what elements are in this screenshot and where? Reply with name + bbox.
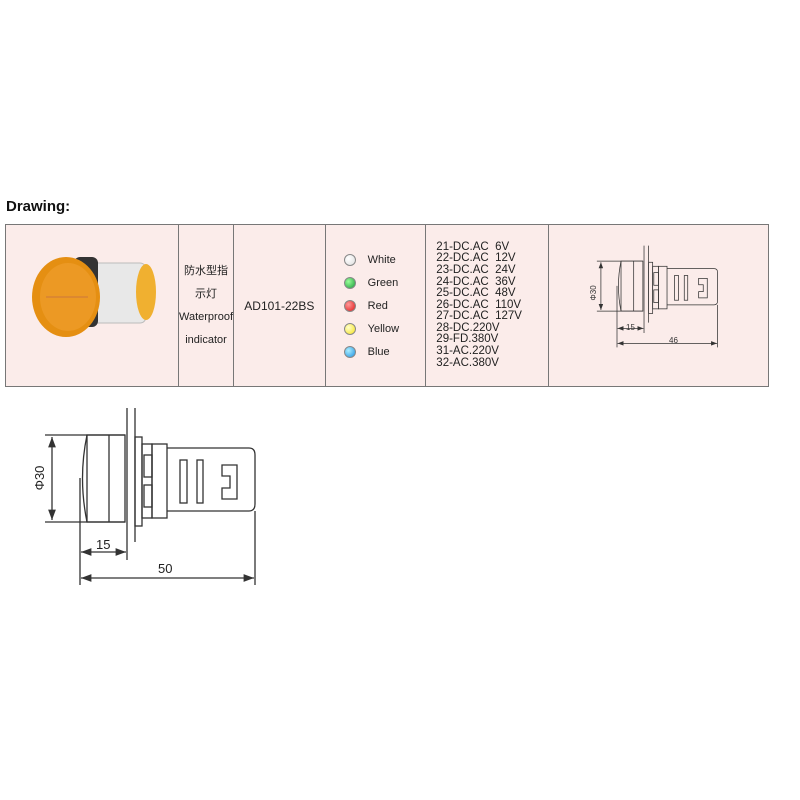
color-dot-icon bbox=[343, 276, 356, 289]
color-label: Blue bbox=[367, 345, 390, 358]
color-dot-icon bbox=[343, 345, 356, 358]
color-label: White bbox=[367, 253, 396, 266]
color-option: Red bbox=[326, 294, 426, 317]
model-cell: AD101-22BS bbox=[233, 224, 326, 387]
section-heading: Drawing: bbox=[6, 198, 71, 215]
diameter-label: Φ30 bbox=[32, 466, 47, 491]
color-option: Green bbox=[326, 271, 426, 294]
product-photo bbox=[32, 257, 156, 337]
color-label: Red bbox=[367, 299, 388, 312]
voltage-option: 21-DC.AC 6V bbox=[436, 240, 510, 253]
voltage-option: 26-DC.AC 110V bbox=[436, 298, 522, 311]
small-dimension-drawing: Φ30 15 46 bbox=[589, 225, 768, 383]
color-dot-icon bbox=[343, 253, 356, 266]
total-dim-label: 46 bbox=[669, 336, 678, 345]
product-name-cn: 防水型指 bbox=[184, 264, 228, 277]
total-dim-label: 50 bbox=[158, 561, 172, 576]
color-dot-icon bbox=[343, 299, 356, 312]
color-label: Green bbox=[367, 276, 399, 289]
color-dot-icon bbox=[343, 322, 356, 335]
voltage-option: 27-DC.AC 127V bbox=[436, 310, 522, 323]
voltage-option: 29-FD.380V bbox=[436, 333, 499, 346]
front-dim-label: 15 bbox=[626, 323, 635, 332]
product-name-cell: 防水型指 示灯 Waterproof indicator bbox=[177, 224, 235, 387]
voltage-option: 23-DC.AC 24V bbox=[436, 263, 516, 276]
voltage-option: 28-DC.220V bbox=[436, 321, 500, 334]
diameter-label: Φ30 bbox=[589, 285, 598, 301]
product-name-cn: 示灯 bbox=[195, 287, 217, 300]
color-option: White bbox=[326, 248, 426, 271]
large-dimension-drawing: Φ30 15 50 bbox=[32, 408, 256, 585]
voltage-option: 32-AC.380V bbox=[436, 356, 499, 369]
color-label: Yellow bbox=[367, 322, 400, 335]
voltage-option: 25-DC.AC 48V bbox=[436, 287, 516, 300]
product-name-en: indicator bbox=[185, 333, 227, 346]
product-table: 防水型指 示灯 Waterproof indicator AD101-22BS … bbox=[5, 224, 769, 387]
color-option: Yellow bbox=[326, 317, 426, 340]
voltage-option: 31-AC.220V bbox=[436, 345, 499, 358]
table-row: 防水型指 示灯 Waterproof indicator AD101-22BS … bbox=[5, 224, 769, 387]
front-dim-label: 15 bbox=[96, 537, 110, 552]
voltage-option: 22-DC.AC 12V bbox=[436, 252, 516, 265]
voltage-option: 24-DC.AC 36V bbox=[436, 275, 516, 288]
product-name-en: Waterproof bbox=[179, 310, 234, 323]
color-option: Blue bbox=[326, 340, 426, 363]
model-number: AD101-22BS bbox=[244, 298, 315, 313]
colors-cell: White Green Red Yellow Blue bbox=[324, 224, 427, 387]
small-drawing-cell: Φ30 15 46 bbox=[548, 224, 769, 387]
